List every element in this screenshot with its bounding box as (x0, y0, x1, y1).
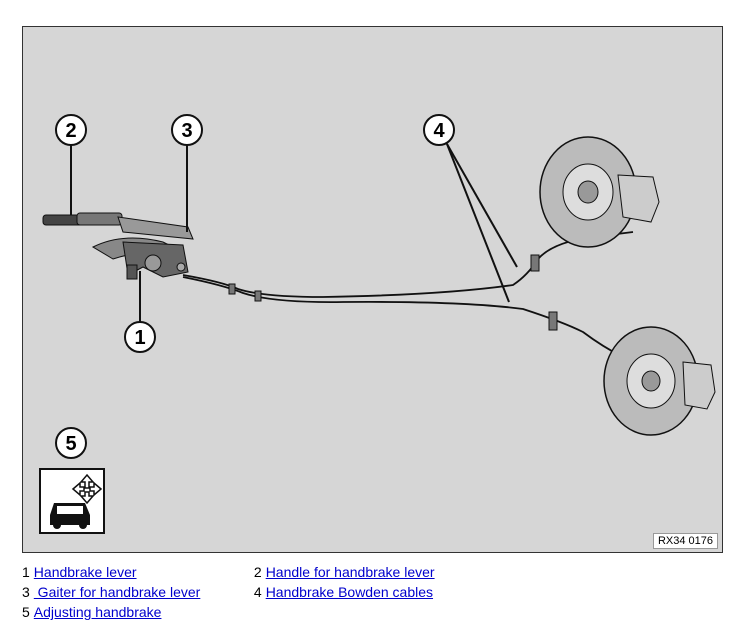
car-adjust-icon (39, 468, 105, 534)
brake-disc-upper (539, 136, 660, 248)
link-gaiter-for-handbrake-lever[interactable]: Gaiter for handbrake lever (33, 584, 201, 600)
legend-number: 2 (253, 564, 262, 580)
link-handbrake-bowden-cables[interactable]: Handbrake Bowden cables (265, 584, 434, 600)
link-adjusting-handbrake[interactable]: Adjusting handbrake (33, 604, 162, 620)
callout-1-label: 1 (134, 327, 145, 349)
legend-number: 1 (22, 564, 30, 580)
brake-disc-lower (603, 326, 716, 436)
bowden-cables-drawing (182, 143, 634, 358)
callout-2-label: 2 (65, 120, 76, 142)
link-handbrake-lever[interactable]: Handbrake lever (33, 564, 137, 580)
link-handle-for-handbrake-lever[interactable]: Handle for handbrake lever (265, 564, 435, 580)
legend-item-3: 3 Gaiter for handbrake lever (22, 582, 250, 602)
legend-number: 4 (253, 584, 262, 600)
handbrake-diagram: 2 3 1 4 5 (39, 114, 716, 534)
callout-5-label: 5 (65, 433, 76, 455)
callout-1 (124, 321, 156, 353)
handbrake-lever-drawing (42, 144, 194, 322)
callout-4-label: 4 (433, 120, 445, 142)
callout-3 (171, 114, 203, 146)
callout-4 (423, 114, 455, 146)
callout-3-label: 3 (181, 120, 192, 142)
figure-code: RX34 0176 (652, 533, 718, 549)
callout-5 (55, 427, 87, 459)
legend-number: 5 (22, 604, 30, 620)
diagram-figure: 2 3 1 4 5 RX34 0176 (22, 26, 723, 553)
callout-2 (55, 114, 87, 146)
legend-number: 3 (22, 584, 30, 600)
